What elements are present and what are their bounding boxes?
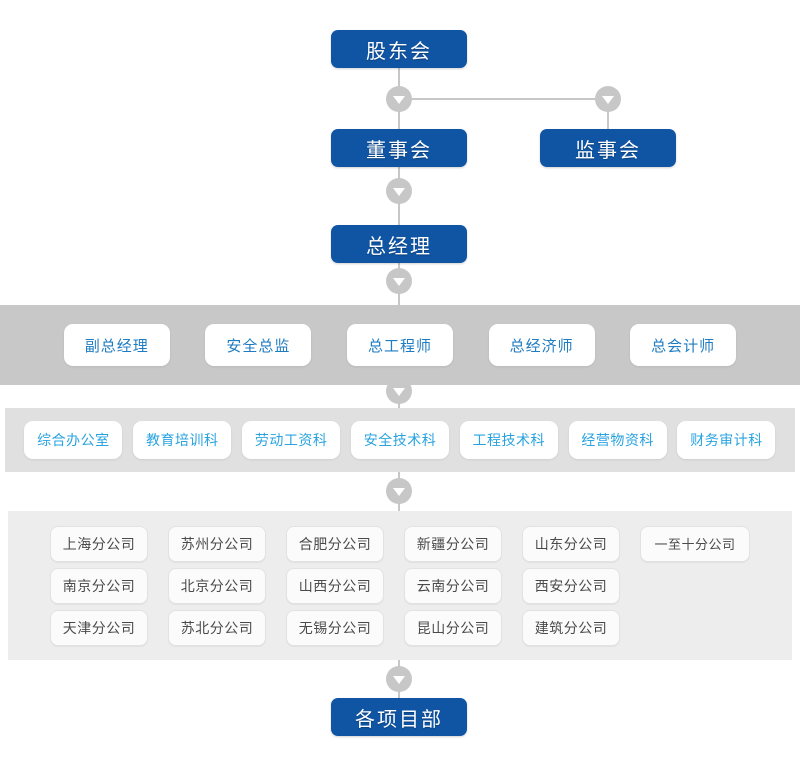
node-executive-label: 总会计师 xyxy=(651,336,716,355)
node-branch-label: 合肥分公司 xyxy=(298,536,372,553)
node-executive[interactable]: 总会计师 xyxy=(630,324,737,366)
node-executive-label: 总工程师 xyxy=(367,336,432,355)
node-department[interactable]: 劳动工资科 xyxy=(242,421,341,459)
node-branch-label: 上海分公司 xyxy=(62,536,136,553)
executive-band: 副总经理 安全总监 总工程师 总经济师 总会计师 xyxy=(0,305,800,385)
node-branch[interactable]: 上海分公司 xyxy=(50,525,148,562)
node-branch[interactable]: 云南分公司 xyxy=(404,567,502,604)
node-branch-label: 云南分公司 xyxy=(416,578,490,595)
node-branch-label: 北京分公司 xyxy=(180,578,254,595)
node-branch-label: 西安分公司 xyxy=(534,578,608,595)
node-branch[interactable]: 建筑分公司 xyxy=(522,609,620,646)
chevron-down-circle-icon-exec xyxy=(386,268,412,294)
node-branch-label: 建筑分公司 xyxy=(534,620,608,637)
node-department-label: 安全技术科 xyxy=(363,433,437,449)
node-executive-label: 总经济师 xyxy=(509,336,574,355)
node-branch[interactable]: 山东分公司 xyxy=(522,525,620,562)
node-branch[interactable]: 新疆分公司 xyxy=(404,525,502,562)
node-project-departments[interactable]: 各项目部 xyxy=(331,698,467,736)
node-branch[interactable]: 苏北分公司 xyxy=(168,609,266,646)
node-executive-label: 安全总监 xyxy=(226,336,291,355)
node-shareholders-meeting-label: 股东会 xyxy=(366,38,432,63)
node-branch-label: 天津分公司 xyxy=(62,620,136,637)
node-department-label: 工程技术科 xyxy=(472,433,546,449)
chevron-down-circle-icon-board xyxy=(386,86,412,112)
node-department-label: 教育培训科 xyxy=(146,433,219,449)
node-general-manager[interactable]: 总经理 xyxy=(331,225,467,263)
node-department-label: 综合办公室 xyxy=(37,433,110,449)
node-department[interactable]: 教育培训科 xyxy=(133,421,232,459)
node-department[interactable]: 经营物资科 xyxy=(568,421,667,459)
node-branch-label: 昆山分公司 xyxy=(416,620,490,637)
node-board-of-directors-label: 董事会 xyxy=(366,137,432,162)
node-board-of-supervisors-label: 监事会 xyxy=(575,137,641,162)
node-branch-label: 山东分公司 xyxy=(534,536,608,553)
node-branch[interactable]: 苏州分公司 xyxy=(168,525,266,562)
node-executive-label: 副总经理 xyxy=(84,336,149,355)
node-department[interactable]: 工程技术科 xyxy=(459,421,558,459)
node-branch[interactable]: 昆山分公司 xyxy=(404,609,502,646)
node-branch[interactable]: 南京分公司 xyxy=(50,567,148,604)
node-general-manager-label: 总经理 xyxy=(366,233,432,258)
node-executive[interactable]: 副总经理 xyxy=(63,324,170,366)
chevron-down-circle-icon-gm xyxy=(386,178,412,204)
node-branch-label: 山西分公司 xyxy=(298,578,372,595)
node-branch[interactable]: 西安分公司 xyxy=(522,567,620,604)
department-band: 综合办公室 教育培训科 劳动工资科 安全技术科 工程技术科 经营物资科 财务审计… xyxy=(5,408,795,472)
node-department-label: 劳动工资科 xyxy=(254,433,328,449)
node-branch[interactable]: 无锡分公司 xyxy=(286,609,384,646)
node-branch[interactable]: 天津分公司 xyxy=(50,609,148,646)
node-branch[interactable]: 一至十分公司 xyxy=(640,525,750,562)
node-department-label: 财务审计科 xyxy=(690,433,763,449)
chevron-down-circle-icon-projects xyxy=(386,666,412,692)
node-branch[interactable]: 山西分公司 xyxy=(286,567,384,604)
node-department[interactable]: 安全技术科 xyxy=(350,421,449,459)
node-executive[interactable]: 总经济师 xyxy=(488,324,595,366)
node-branch[interactable]: 北京分公司 xyxy=(168,567,266,604)
branch-row: 天津分公司 苏北分公司 无锡分公司 昆山分公司 建筑分公司 xyxy=(50,609,750,646)
node-department[interactable]: 综合办公室 xyxy=(24,421,123,459)
node-branch-label: 新疆分公司 xyxy=(416,536,490,553)
node-branch-label: 无锡分公司 xyxy=(298,620,372,637)
node-executive[interactable]: 总工程师 xyxy=(346,324,453,366)
node-branch-label: 苏北分公司 xyxy=(180,620,254,637)
node-board-of-directors[interactable]: 董事会 xyxy=(331,129,467,167)
node-executive[interactable]: 安全总监 xyxy=(205,324,312,366)
branch-row: 南京分公司 北京分公司 山西分公司 云南分公司 西安分公司 xyxy=(50,567,750,604)
chevron-down-circle-icon-branches xyxy=(386,478,412,504)
node-branch-label: 一至十分公司 xyxy=(654,538,736,553)
chevron-down-circle-icon-supervisors xyxy=(595,86,621,112)
branch-companies-panel: 上海分公司 苏州分公司 合肥分公司 新疆分公司 山东分公司 一至十分公司 南京分… xyxy=(8,511,792,660)
node-department-label: 经营物资科 xyxy=(581,433,654,449)
node-project-departments-label: 各项目部 xyxy=(355,706,443,731)
branch-row: 上海分公司 苏州分公司 合肥分公司 新疆分公司 山东分公司 一至十分公司 xyxy=(50,525,750,562)
node-branch-label: 苏州分公司 xyxy=(180,536,254,553)
node-branch[interactable]: 合肥分公司 xyxy=(286,525,384,562)
node-department[interactable]: 财务审计科 xyxy=(677,421,776,459)
node-board-of-supervisors[interactable]: 监事会 xyxy=(540,129,676,167)
node-branch-label: 南京分公司 xyxy=(62,578,136,595)
node-shareholders-meeting[interactable]: 股东会 xyxy=(331,30,467,68)
